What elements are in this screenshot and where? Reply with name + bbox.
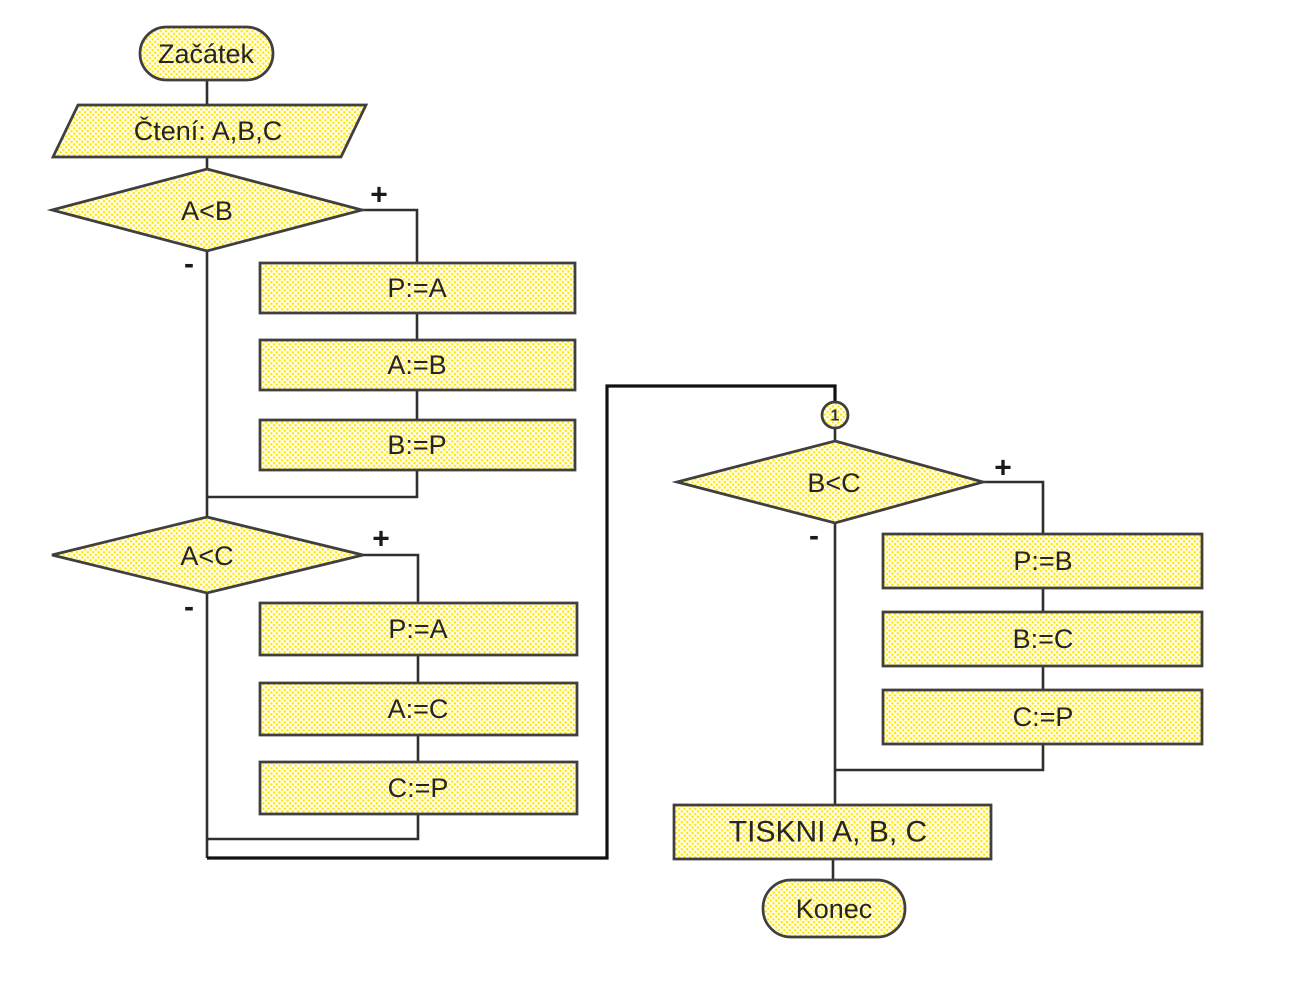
process-p8-box bbox=[881, 610, 1204, 668]
label-d1-plus: + bbox=[370, 179, 388, 212]
label-d2-plus: + bbox=[372, 523, 390, 556]
node-p8-label: B:=C bbox=[1013, 624, 1074, 654]
node-process-p4: P:=A bbox=[258, 601, 579, 657]
node-process-p8: B:=C bbox=[881, 610, 1204, 668]
edge-d2-plus bbox=[363, 553, 420, 603]
edge-d3-plus bbox=[983, 480, 1045, 534]
process-p9-box bbox=[881, 688, 1204, 746]
node-read: Čtení: A,B,C bbox=[50, 103, 369, 159]
node-process-p7: P:=B bbox=[881, 532, 1204, 590]
node-process-p3: B:=P bbox=[258, 418, 577, 472]
end-terminator-shape bbox=[761, 878, 907, 939]
edge-d1-plus bbox=[362, 208, 419, 263]
decision-a-lt-b-diamond bbox=[46, 167, 368, 253]
node-end: Konec bbox=[761, 878, 907, 939]
node-decision-a-lt-c: A<C bbox=[51, 515, 364, 595]
edge-route-to-connector bbox=[207, 384, 837, 860]
node-process-p5: A:=C bbox=[258, 681, 579, 737]
node-p2-label: A:=B bbox=[387, 350, 446, 380]
label-d3-plus: + bbox=[994, 452, 1012, 485]
read-parallelogram-shape bbox=[50, 103, 369, 159]
print-box bbox=[672, 803, 993, 861]
decision-b-lt-c-diamond bbox=[671, 439, 989, 525]
node-p9-label: C:=P bbox=[1013, 702, 1074, 732]
node-start: Začátek bbox=[138, 25, 275, 82]
process-p4-box bbox=[258, 601, 579, 657]
node-decision-b-lt-c: B<C bbox=[671, 439, 989, 525]
node-p6-label: C:=P bbox=[388, 773, 449, 803]
node-process-p6: C:=P bbox=[258, 760, 579, 816]
label-d3-minus: - bbox=[809, 520, 819, 553]
process-p3-box bbox=[258, 418, 577, 472]
decision-a-lt-c-diamond bbox=[51, 515, 364, 595]
connector-1-circle bbox=[820, 400, 850, 430]
process-p1-box bbox=[258, 261, 577, 315]
node-connector-1: 1 bbox=[820, 400, 850, 430]
edge-p9-merge bbox=[835, 744, 1045, 772]
node-p1-label: P:=A bbox=[387, 273, 446, 303]
node-p7-label: P:=B bbox=[1013, 546, 1072, 576]
node-p4-label: P:=A bbox=[388, 614, 447, 644]
node-print: TISKNI A, B, C bbox=[672, 803, 993, 861]
node-end-label: Konec bbox=[796, 894, 873, 924]
node-p5-label: A:=C bbox=[388, 694, 449, 724]
label-d2-minus: - bbox=[184, 591, 194, 624]
node-d3-label: B<C bbox=[807, 468, 860, 498]
node-decision-a-lt-b: A<B bbox=[46, 167, 368, 253]
node-process-p9: C:=P bbox=[881, 688, 1204, 746]
node-start-label: Začátek bbox=[158, 39, 255, 69]
process-p5-box bbox=[258, 681, 579, 737]
node-process-p2: A:=B bbox=[258, 338, 577, 392]
edge-p3-merge bbox=[208, 470, 419, 499]
process-p7-box bbox=[881, 532, 1204, 590]
node-d1-label: A<B bbox=[181, 196, 233, 226]
node-d2-label: A<C bbox=[180, 541, 233, 571]
edge-p6-merge bbox=[208, 814, 420, 841]
node-print-label: TISKNI A, B, C bbox=[729, 816, 927, 849]
process-p6-box bbox=[258, 760, 579, 816]
node-p3-label: B:=P bbox=[387, 430, 446, 460]
node-read-label: Čtení: A,B,C bbox=[134, 115, 283, 146]
node-c1-label: 1 bbox=[831, 408, 840, 425]
label-d1-minus: - bbox=[184, 248, 194, 281]
node-process-p1: P:=A bbox=[258, 261, 577, 315]
process-p2-box bbox=[258, 338, 577, 392]
start-terminator-shape bbox=[138, 25, 275, 82]
